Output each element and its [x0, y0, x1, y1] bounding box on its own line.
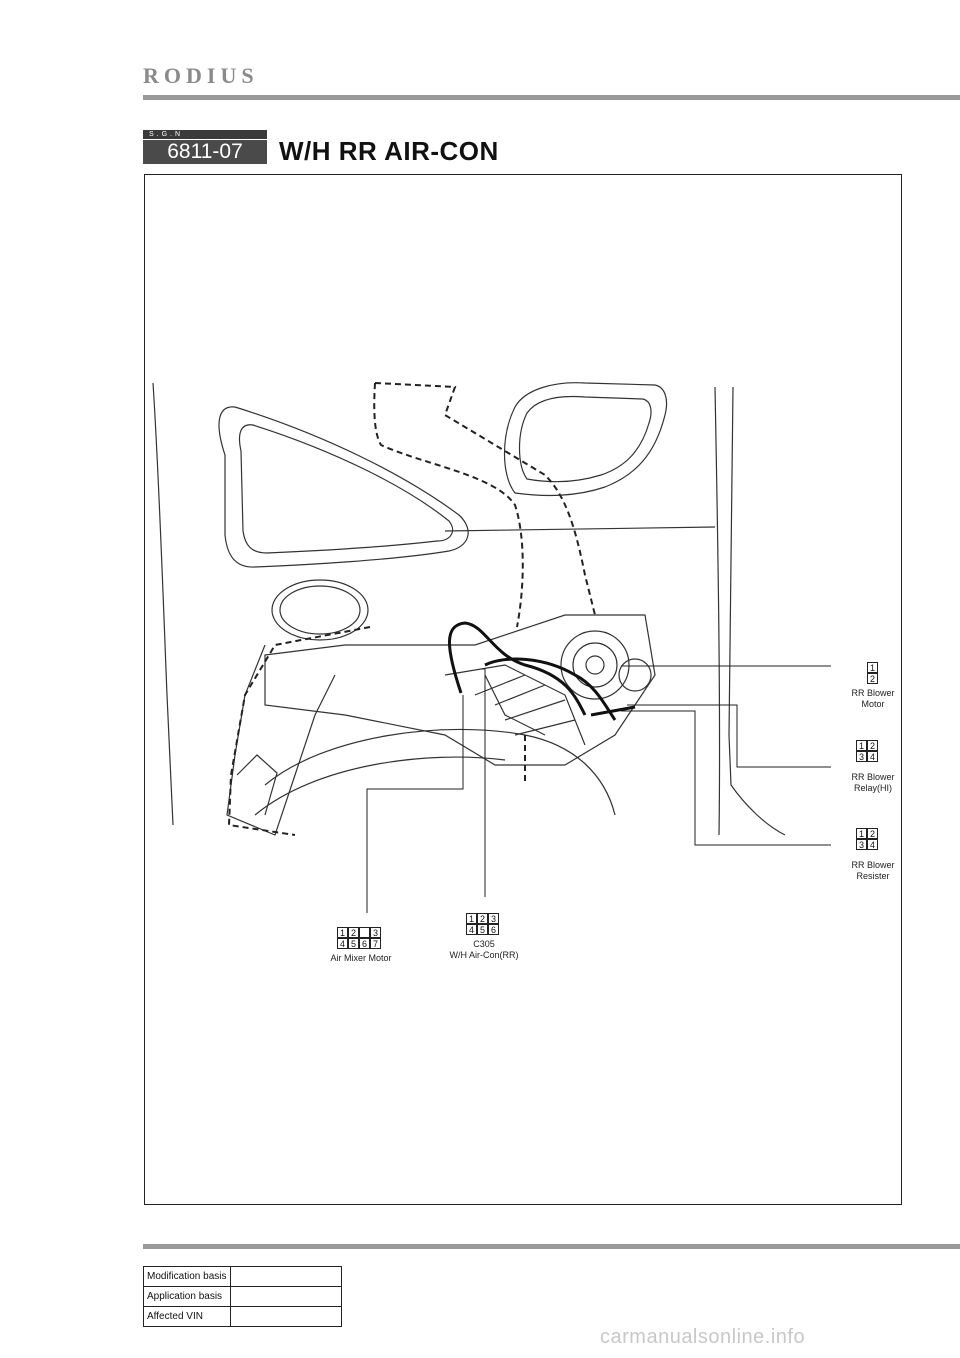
- pin-1: 1: [856, 740, 867, 751]
- pin-blank: [359, 927, 370, 938]
- basis-label: Application basis: [143, 1286, 231, 1307]
- pin-5: 5: [348, 938, 359, 949]
- pin-6: 6: [488, 924, 499, 935]
- pin-1: 1: [466, 913, 477, 924]
- basis-label: Affected VIN: [143, 1306, 231, 1327]
- page-title: W/H RR AIR-CON: [279, 136, 499, 166]
- pin-6: 6: [359, 938, 370, 949]
- pin-4: 4: [337, 938, 348, 949]
- pin-2: 2: [867, 740, 878, 751]
- pin-3: 3: [488, 913, 499, 924]
- pin-2: 2: [348, 927, 359, 938]
- header-rule: [143, 95, 960, 100]
- basis-label: Modification basis: [143, 1266, 231, 1287]
- pin-1: 1: [856, 828, 867, 839]
- basis-table: Modification basis Application basis Aff…: [143, 1266, 342, 1327]
- rr-blower-resister-label: RR Blower Resister: [851, 860, 895, 881]
- pin-3: 3: [856, 839, 867, 850]
- pin-4: 4: [466, 924, 477, 935]
- basis-value: [230, 1286, 342, 1307]
- pin-2: 2: [477, 913, 488, 924]
- harness-illustration: [152, 382, 831, 913]
- table-row: Affected VIN: [143, 1306, 342, 1327]
- watermark: carmanualsonline.info: [600, 1326, 806, 1348]
- diagram-frame: 1 2 RR Blower Motor 1 2 3 4 RR Blower Re…: [144, 174, 902, 1205]
- c305-label: C305 W/H Air-Con(RR): [441, 939, 527, 961]
- pin-1: 1: [867, 662, 878, 673]
- pin-2: 2: [867, 673, 878, 684]
- pin-1: 1: [337, 927, 348, 938]
- pin-4: 4: [867, 751, 878, 762]
- sgn-tag: S.G.N: [143, 130, 267, 139]
- table-row: Modification basis: [143, 1266, 342, 1287]
- pin-3: 3: [370, 927, 381, 938]
- c305-description: W/H Air-Con(RR): [449, 950, 519, 960]
- pin-2: 2: [867, 828, 878, 839]
- footer-rule: [143, 1244, 960, 1249]
- brand-logo: RODIUS: [143, 63, 259, 88]
- pin-7: 7: [370, 938, 381, 949]
- c305-id: C305: [473, 939, 495, 949]
- rr-blower-relay-label: RR Blower Relay(HI): [851, 772, 895, 793]
- rr-blower-motor-label: RR Blower Motor: [851, 688, 895, 709]
- air-mixer-motor-label: Air Mixer Motor: [330, 953, 392, 963]
- table-row: Application basis: [143, 1286, 342, 1307]
- pin-5: 5: [477, 924, 488, 935]
- pin-3: 3: [856, 751, 867, 762]
- basis-value: [230, 1266, 342, 1287]
- pin-4: 4: [867, 839, 878, 850]
- section-code-badge: 6811-07: [143, 140, 267, 164]
- basis-value: [230, 1306, 342, 1327]
